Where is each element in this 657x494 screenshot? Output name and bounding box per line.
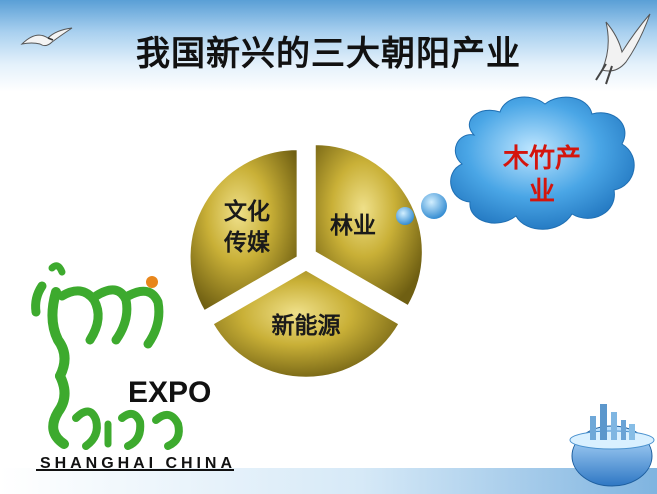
pie-segment-forestry bbox=[314, 143, 424, 307]
pie-segment-culture bbox=[189, 148, 299, 312]
callout-text: 木竹产 业 bbox=[478, 143, 606, 209]
thought-dots bbox=[396, 193, 447, 225]
expo-logo-icon bbox=[31, 262, 183, 450]
thought-dot-small bbox=[396, 207, 414, 225]
slide-title: 我国新兴的三大朝阳产业 bbox=[136, 34, 521, 74]
callout-text-line2: 业 bbox=[528, 177, 555, 207]
callout-cloud bbox=[450, 96, 635, 230]
pie-label-culture-line1: 文化 bbox=[224, 198, 270, 225]
expo-logo-dot bbox=[146, 276, 158, 288]
pie-chart bbox=[189, 143, 424, 379]
callout-text-line1: 木竹产 bbox=[502, 144, 581, 174]
expo-logo-word: EXPO bbox=[128, 376, 211, 409]
expo-logo-city: SHANGHAI CHINA bbox=[40, 455, 232, 472]
seagull-icon-left bbox=[20, 27, 73, 47]
globe-cityscape-icon bbox=[569, 404, 655, 487]
seagull-icon-right bbox=[595, 13, 651, 85]
pie-label-culture: 文化 传媒 bbox=[206, 196, 288, 258]
pie-segment-energy bbox=[211, 269, 401, 379]
footer-band bbox=[0, 468, 657, 494]
pie-label-forestry: 林业 bbox=[330, 212, 376, 239]
pie-label-culture-line2: 传媒 bbox=[224, 229, 270, 256]
thought-dot-large bbox=[421, 193, 447, 219]
pie-label-energy: 新能源 bbox=[271, 312, 341, 339]
header-sky-band bbox=[0, 0, 657, 92]
